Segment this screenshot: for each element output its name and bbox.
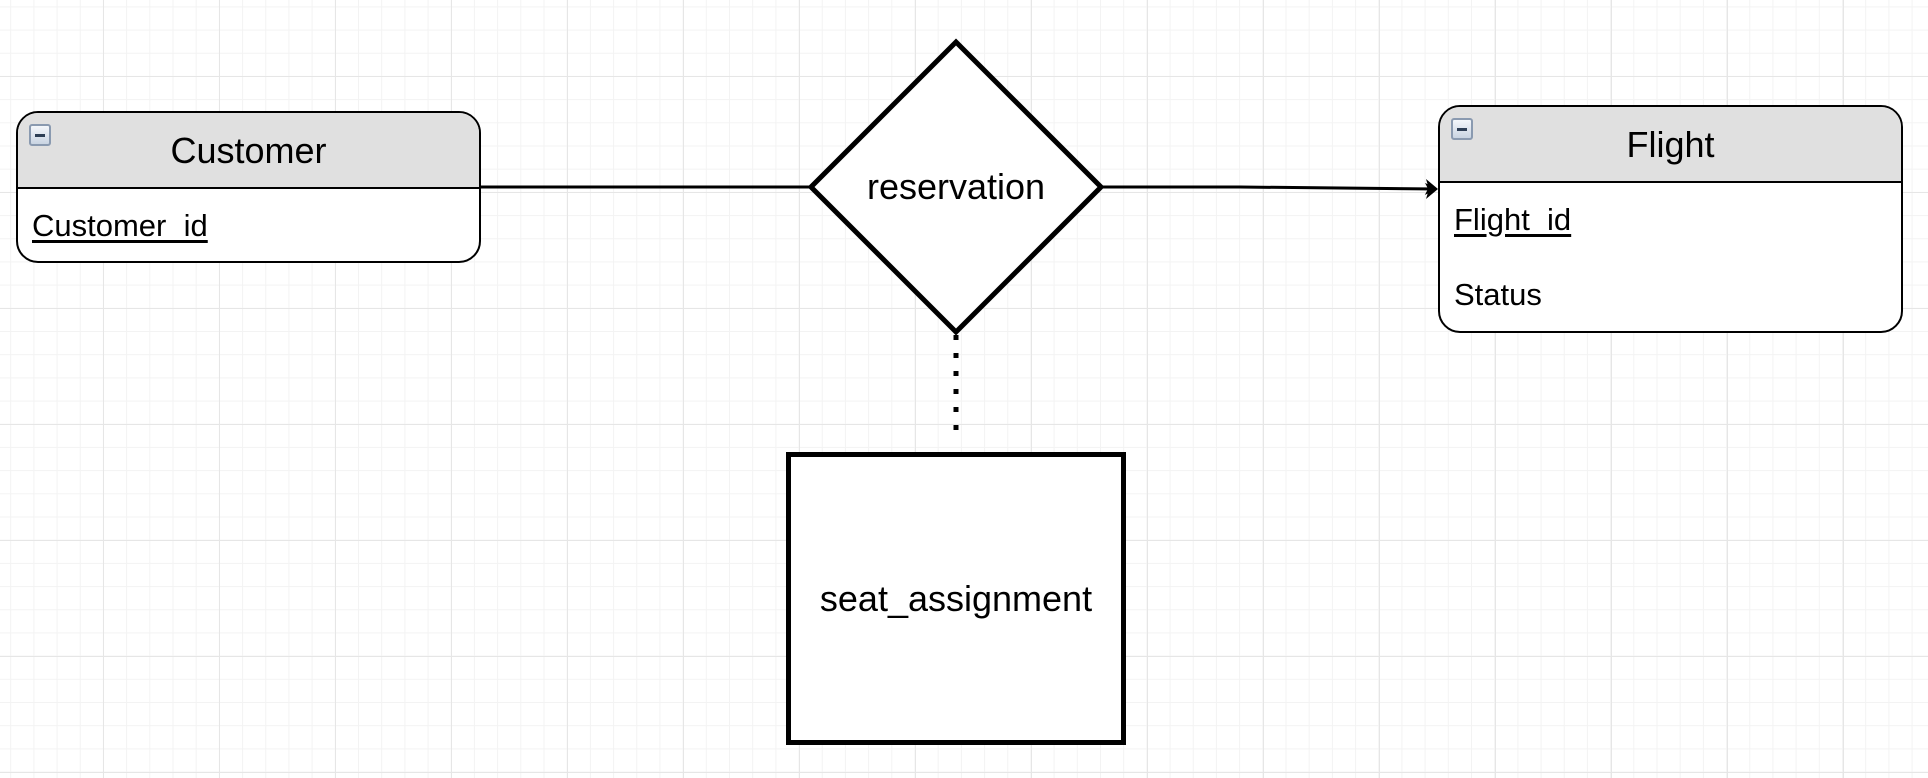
associated-entity-seat-assignment[interactable]: seat_assignment — [786, 452, 1126, 745]
entity-customer-title: Customer — [170, 130, 327, 171]
entity-flight[interactable]: Flight Flight_id Status — [1438, 105, 1903, 333]
entity-flight-title: Flight — [1626, 124, 1715, 165]
entity-customer-header[interactable]: Customer — [18, 113, 479, 189]
relationship-diamond[interactable] — [807, 38, 1105, 336]
entity-customer[interactable]: Customer Customer_id — [16, 111, 481, 263]
relationship-label: reservation — [866, 166, 1046, 207]
collapse-minus-icon[interactable] — [29, 124, 51, 146]
entity-flight-header[interactable]: Flight — [1440, 107, 1901, 183]
reservation-flight-connector[interactable] — [1101, 182, 1437, 195]
collapse-minus-icon[interactable] — [1451, 118, 1473, 140]
arrowhead-icon — [1426, 179, 1438, 199]
attribute-customer-id[interactable]: Customer_id — [32, 208, 208, 243]
associated-entity-label: seat_assignment — [819, 577, 1093, 619]
attribute-status[interactable]: Status — [1454, 277, 1542, 312]
attribute-flight-id[interactable]: Flight_id — [1454, 202, 1572, 237]
